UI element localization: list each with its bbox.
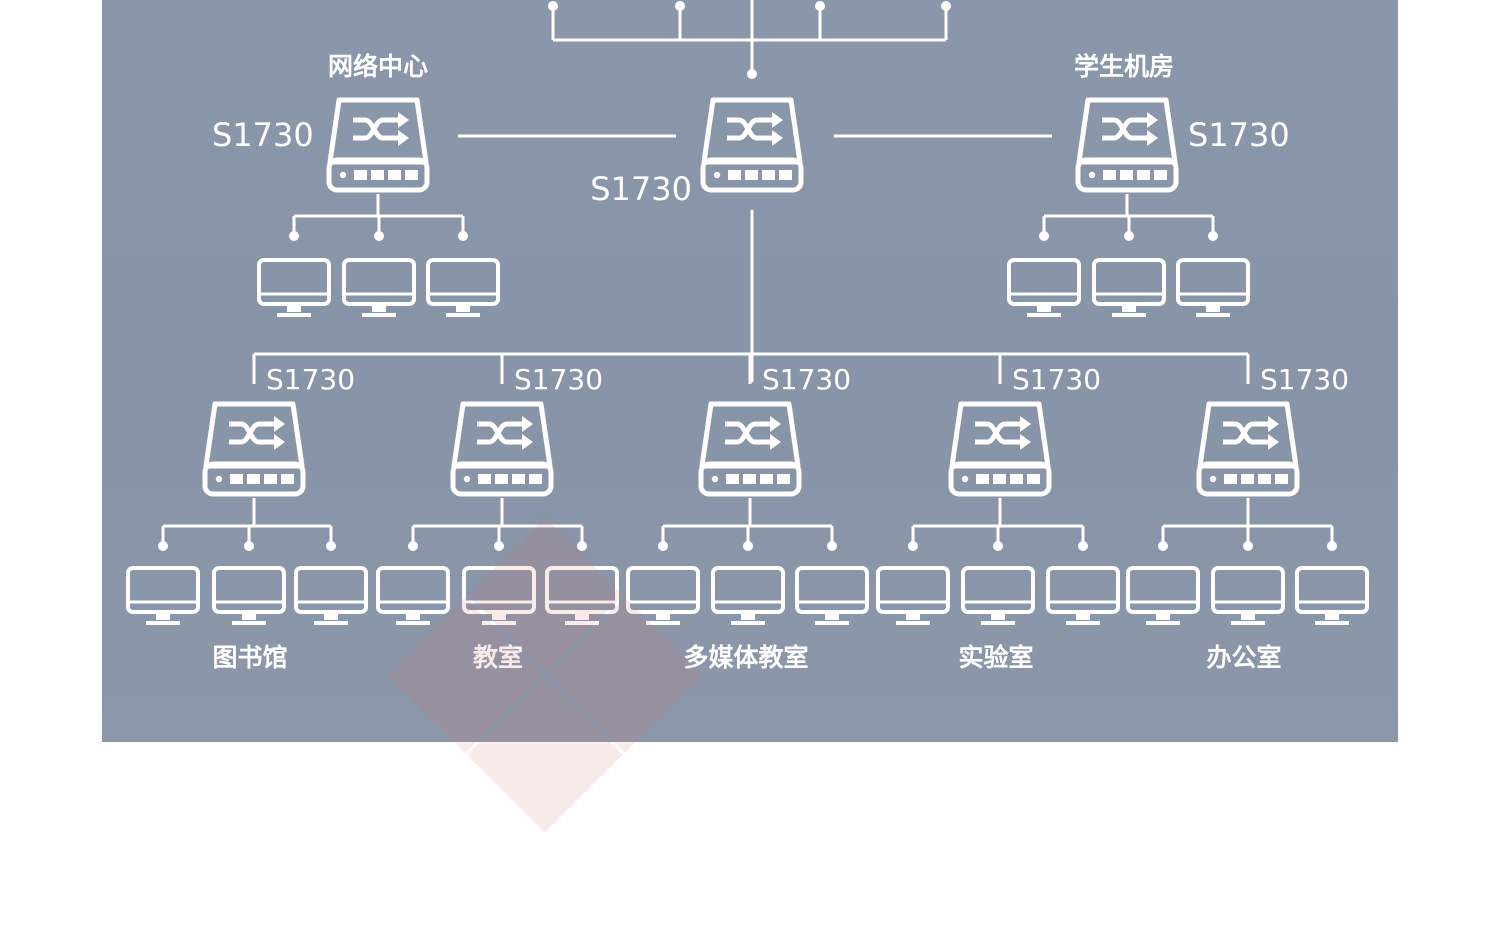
core-dot	[747, 69, 757, 79]
bottom-3-model-label: S1730	[762, 363, 851, 396]
bottom-1-switch-icon	[205, 404, 303, 494]
right-switch-icon	[1078, 100, 1176, 190]
bottom-2-model-label: S1730	[514, 363, 603, 396]
core-model-label: S1730	[590, 170, 692, 208]
bottom-4-monitor-icon-1	[876, 566, 950, 625]
bottom-5-pc-dot	[1327, 541, 1337, 551]
bottom-5-switch-icon	[1199, 404, 1297, 494]
bottom-4-pc-dot	[908, 541, 918, 551]
bottom-4-pc-dot	[993, 541, 1003, 551]
bottom-3-monitor-icon-3	[795, 566, 869, 625]
bottom-3-monitor-icon-2	[711, 566, 785, 625]
uplink-dot	[675, 1, 685, 11]
right-monitor-icon-1	[1007, 258, 1081, 317]
bottom-4-monitor-icon-3	[1046, 566, 1120, 625]
right-zone-label: 学生机房	[1074, 52, 1174, 81]
bottom-5-zone-label: 办公室	[1206, 643, 1281, 672]
bottom-1-pc-dot	[326, 541, 336, 551]
bottom-2-pc-dot	[577, 541, 587, 551]
bottom-1-pc-dot	[244, 541, 254, 551]
bottom-3-pc-dot	[827, 541, 837, 551]
bottom-1-monitor-icon-2	[212, 566, 286, 625]
right-monitor-icon-3	[1176, 258, 1250, 317]
right-pc-dot	[1039, 231, 1049, 241]
bottom-2-switch-icon	[453, 404, 551, 494]
bottom-5-pc-dot	[1243, 541, 1253, 551]
right-pc-dot	[1124, 231, 1134, 241]
bottom-5-monitor-icon-3	[1295, 566, 1369, 625]
left-zone-label: 网络中心	[328, 52, 428, 81]
labels: S1730网络中心S1730学生机房S1730S1730图书馆S1730教室S1…	[212, 52, 1349, 672]
left-model-label: S1730	[212, 116, 314, 154]
uplink-dot	[548, 1, 558, 11]
left-pc-dot	[289, 231, 299, 241]
bottom-3-zone-label: 多媒体教室	[683, 643, 808, 672]
bottom-2-pc-dot	[494, 541, 504, 551]
bottom-1-model-label: S1730	[266, 363, 355, 396]
left-monitor-icon-1	[257, 258, 331, 317]
left-monitor-icon-2	[342, 258, 416, 317]
bottom-4-zone-label: 实验室	[958, 643, 1033, 672]
watermark	[387, 517, 703, 833]
right-monitor-icon-2	[1092, 258, 1166, 317]
bottom-5-monitor-icon-2	[1211, 566, 1285, 625]
bottom-4-model-label: S1730	[1012, 363, 1101, 396]
bottom-2-pc-dot	[408, 541, 418, 551]
bottom-4-switch-icon	[951, 404, 1049, 494]
right-model-label: S1730	[1188, 116, 1290, 154]
core-switch-icon	[703, 100, 801, 190]
bottom-3-pc-dot	[658, 541, 668, 551]
left-pc-dot	[374, 231, 384, 241]
bottom-1-monitor-icon-1	[126, 566, 200, 625]
bottom-5-model-label: S1730	[1260, 363, 1349, 396]
right-pc-dot	[1208, 231, 1218, 241]
left-pc-dot	[458, 231, 468, 241]
bottom-5-monitor-icon-1	[1126, 566, 1200, 625]
left-switch-icon	[329, 100, 427, 190]
bottom-2-zone-label: 教室	[473, 643, 523, 672]
uplink-dot	[941, 1, 951, 11]
bottom-2-monitor-icon-1	[376, 566, 450, 625]
bottom-4-monitor-icon-2	[961, 566, 1035, 625]
left-monitor-icon-3	[426, 258, 500, 317]
bottom-5-pc-dot	[1158, 541, 1168, 551]
bottom-1-monitor-icon-3	[294, 566, 368, 625]
bottom-1-zone-label: 图书馆	[212, 643, 287, 672]
uplink-dot	[815, 1, 825, 11]
bottom-3-pc-dot	[743, 541, 753, 551]
bottom-1-pc-dot	[158, 541, 168, 551]
bottom-3-switch-icon	[701, 404, 799, 494]
bottom-4-pc-dot	[1078, 541, 1088, 551]
nodes	[126, 1, 1369, 625]
